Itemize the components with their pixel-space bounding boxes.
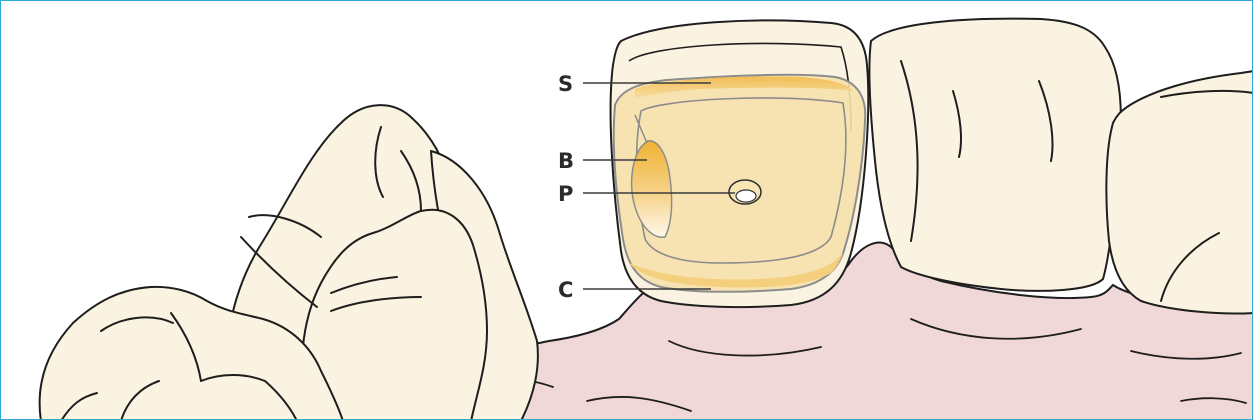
posterior-teeth xyxy=(40,105,538,420)
label-S-text: S xyxy=(558,72,573,96)
label-B-text: B xyxy=(558,149,574,173)
label-C-text: C xyxy=(558,278,573,302)
label-P-text: P xyxy=(558,182,573,206)
restoration xyxy=(614,75,866,292)
adjacent-teeth xyxy=(869,19,1253,314)
